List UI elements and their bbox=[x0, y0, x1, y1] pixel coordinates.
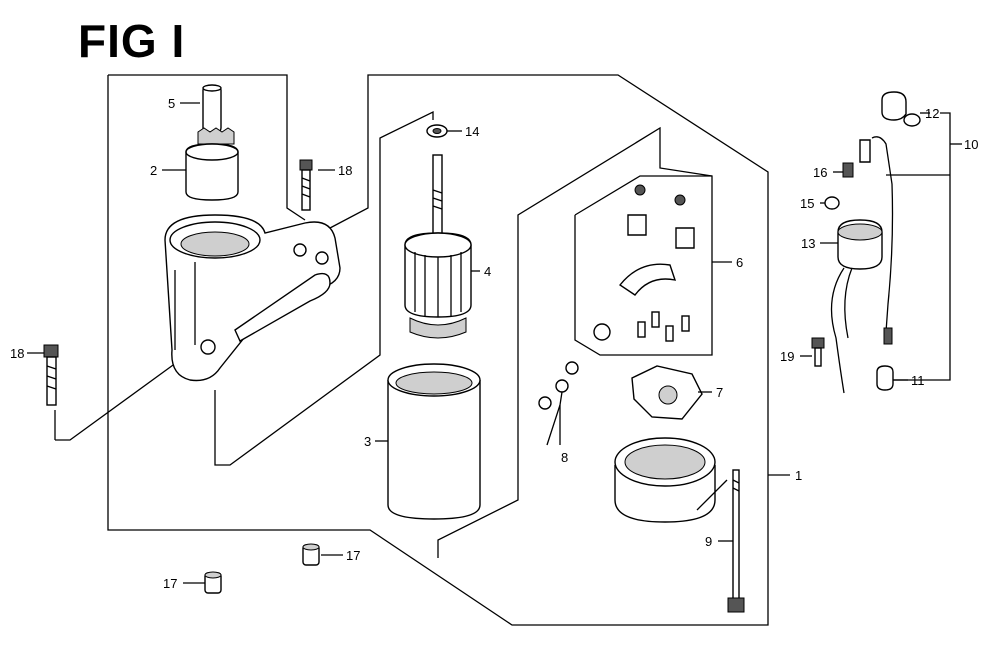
callout-3: 3 bbox=[364, 434, 371, 449]
mounting-bolt-lower-part bbox=[43, 344, 59, 406]
pinion-gear-part bbox=[185, 127, 239, 201]
solenoid-assembly-part bbox=[811, 91, 921, 394]
yoke-part bbox=[387, 363, 481, 520]
callout-19: 19 bbox=[780, 349, 794, 364]
callout-12: 12 bbox=[925, 106, 939, 121]
callout-1: 1 bbox=[795, 468, 802, 483]
bushing-lower-part bbox=[204, 571, 222, 594]
figure-title: FIG I bbox=[78, 15, 186, 67]
callout-7: 7 bbox=[716, 385, 723, 400]
through-bolt-part bbox=[727, 469, 745, 613]
pinion-shaft-part bbox=[202, 84, 222, 133]
callout-16: 16 bbox=[813, 165, 827, 180]
armature-part bbox=[404, 154, 472, 339]
callout-4: 4 bbox=[484, 264, 491, 279]
callout-18-upper: 18 bbox=[338, 163, 352, 178]
assembly-outline bbox=[54, 74, 769, 626]
callout-18-lower: 18 bbox=[10, 346, 24, 361]
callout-14: 14 bbox=[465, 124, 479, 139]
callout-17-lower: 17 bbox=[163, 576, 177, 591]
callout-8: 8 bbox=[561, 450, 568, 465]
brush-holder-set-part bbox=[574, 175, 713, 356]
callout-6: 6 bbox=[736, 255, 743, 270]
callout-10: 10 bbox=[964, 137, 978, 152]
callout-5: 5 bbox=[168, 96, 175, 111]
callout-labels: 1 2 3 4 5 6 7 8 9 10 11 12 13 14 15 16 1… bbox=[10, 96, 978, 591]
mounting-bolt-upper-part bbox=[299, 159, 313, 211]
brush-holder-part bbox=[631, 365, 703, 420]
callout-2: 2 bbox=[150, 163, 157, 178]
callout-17-upper: 17 bbox=[346, 548, 360, 563]
callout-9: 9 bbox=[705, 534, 712, 549]
callout-15: 15 bbox=[800, 196, 814, 211]
rear-cover-part bbox=[614, 437, 728, 523]
callout-11: 11 bbox=[911, 373, 925, 388]
washer-part bbox=[426, 124, 448, 138]
drive-housing-part bbox=[164, 214, 341, 382]
bushing-upper-part bbox=[302, 543, 320, 566]
callout-13: 13 bbox=[801, 236, 815, 251]
leader-lines bbox=[27, 102, 962, 584]
nut-set-part bbox=[538, 361, 579, 446]
